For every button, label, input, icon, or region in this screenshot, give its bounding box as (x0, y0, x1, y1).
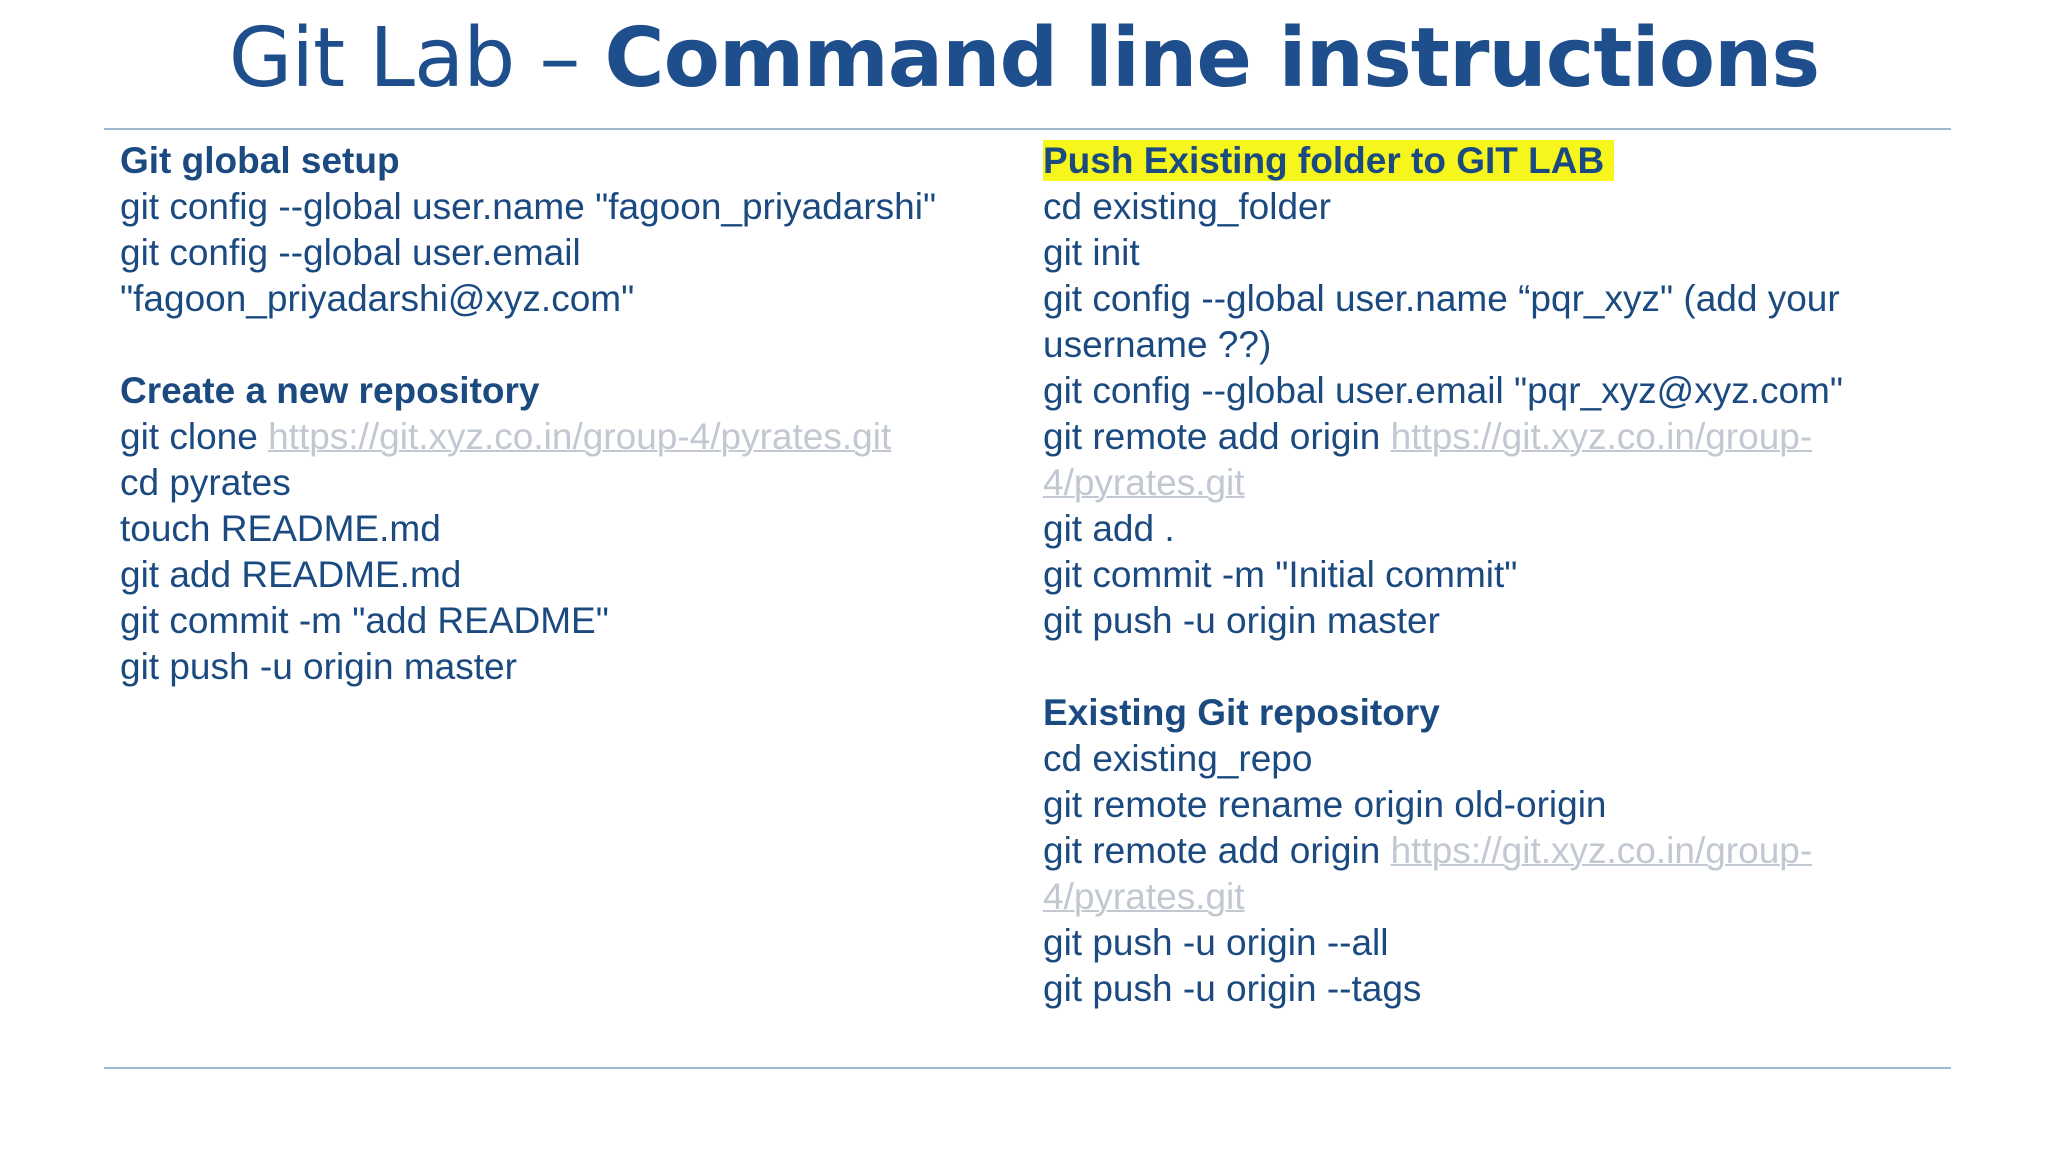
existing-repo-heading: Existing Git repository (1043, 692, 1440, 733)
new-repo-heading: Create a new repository (120, 370, 540, 411)
push-existing-line: git commit -m "Initial commit" (1043, 554, 1518, 595)
existing-repo-line: git remote rename origin old-origin (1043, 784, 1607, 825)
push-existing-heading-highlight: Push Existing folder to GIT LAB (1043, 140, 1615, 181)
push-existing-line: cd existing_folder (1043, 186, 1331, 227)
left-column: Git global setup git config --global use… (120, 138, 1020, 690)
push-existing-heading: Push Existing folder to GIT LAB (1043, 138, 1943, 184)
clone-line: git clone https://git.xyz.co.in/group-4/… (120, 414, 1020, 460)
remote-url-link-part-1[interactable]: https://git.xyz.co.in/group- (1390, 830, 1813, 871)
remote-add-command: git remote add origin (1043, 830, 1391, 871)
global-setup-heading: Git global setup (120, 140, 400, 181)
push-existing-line: git add . (1043, 508, 1175, 549)
remote-url-line-2: 4/pyrates.git (1043, 874, 1943, 920)
global-setup-line: "fagoon_priyadarshi@xyz.com" (120, 278, 635, 319)
global-setup-line: git config --global user.email (120, 232, 581, 273)
new-repo-line: cd pyrates (120, 462, 291, 503)
remote-add-line: git remote add origin https://git.xyz.co… (1043, 414, 1943, 460)
existing-repo-line: git push -u origin --tags (1043, 968, 1422, 1009)
new-repo-line: git push -u origin master (120, 646, 517, 687)
new-repo-line: touch README.md (120, 508, 441, 549)
top-divider (104, 128, 1951, 130)
push-existing-line: git config --global user.name “pqr_xyz" … (1043, 278, 1840, 319)
remote-url-link-part-2[interactable]: 4/pyrates.git (1043, 876, 1245, 917)
slide-title-main: Command line instructions (604, 11, 1820, 106)
slide-title-prefix: Git Lab – (228, 11, 605, 106)
slide-title: Git Lab – Command line instructions (0, 4, 2048, 114)
push-existing-line: git push -u origin master (1043, 600, 1440, 641)
existing-repo-line: git push -u origin --all (1043, 922, 1389, 963)
push-existing-line: username ??) (1043, 324, 1272, 365)
new-repo-line: git add README.md (120, 554, 462, 595)
remote-add-line: git remote add origin https://git.xyz.co… (1043, 828, 1943, 874)
spacer (120, 322, 1020, 368)
clone-url-link[interactable]: https://git.xyz.co.in/group-4/pyrates.gi… (268, 416, 892, 457)
new-repo-line: git commit -m "add README" (120, 600, 609, 641)
global-setup-line: git config --global user.name "fagoon_pr… (120, 186, 937, 227)
right-column: Push Existing folder to GIT LAB cd exist… (1043, 138, 1943, 1012)
spacer (1043, 644, 1943, 690)
clone-command: git clone (120, 416, 269, 457)
existing-repo-line: cd existing_repo (1043, 738, 1313, 779)
push-existing-line: git init (1043, 232, 1140, 273)
remote-url-line-2: 4/pyrates.git (1043, 460, 1943, 506)
push-existing-line: git config --global user.email "pqr_xyz@… (1043, 370, 1844, 411)
remote-url-link-part-1[interactable]: https://git.xyz.co.in/group- (1390, 416, 1813, 457)
remote-url-link-part-2[interactable]: 4/pyrates.git (1043, 462, 1245, 503)
bottom-divider (104, 1067, 1951, 1069)
remote-add-command: git remote add origin (1043, 416, 1391, 457)
